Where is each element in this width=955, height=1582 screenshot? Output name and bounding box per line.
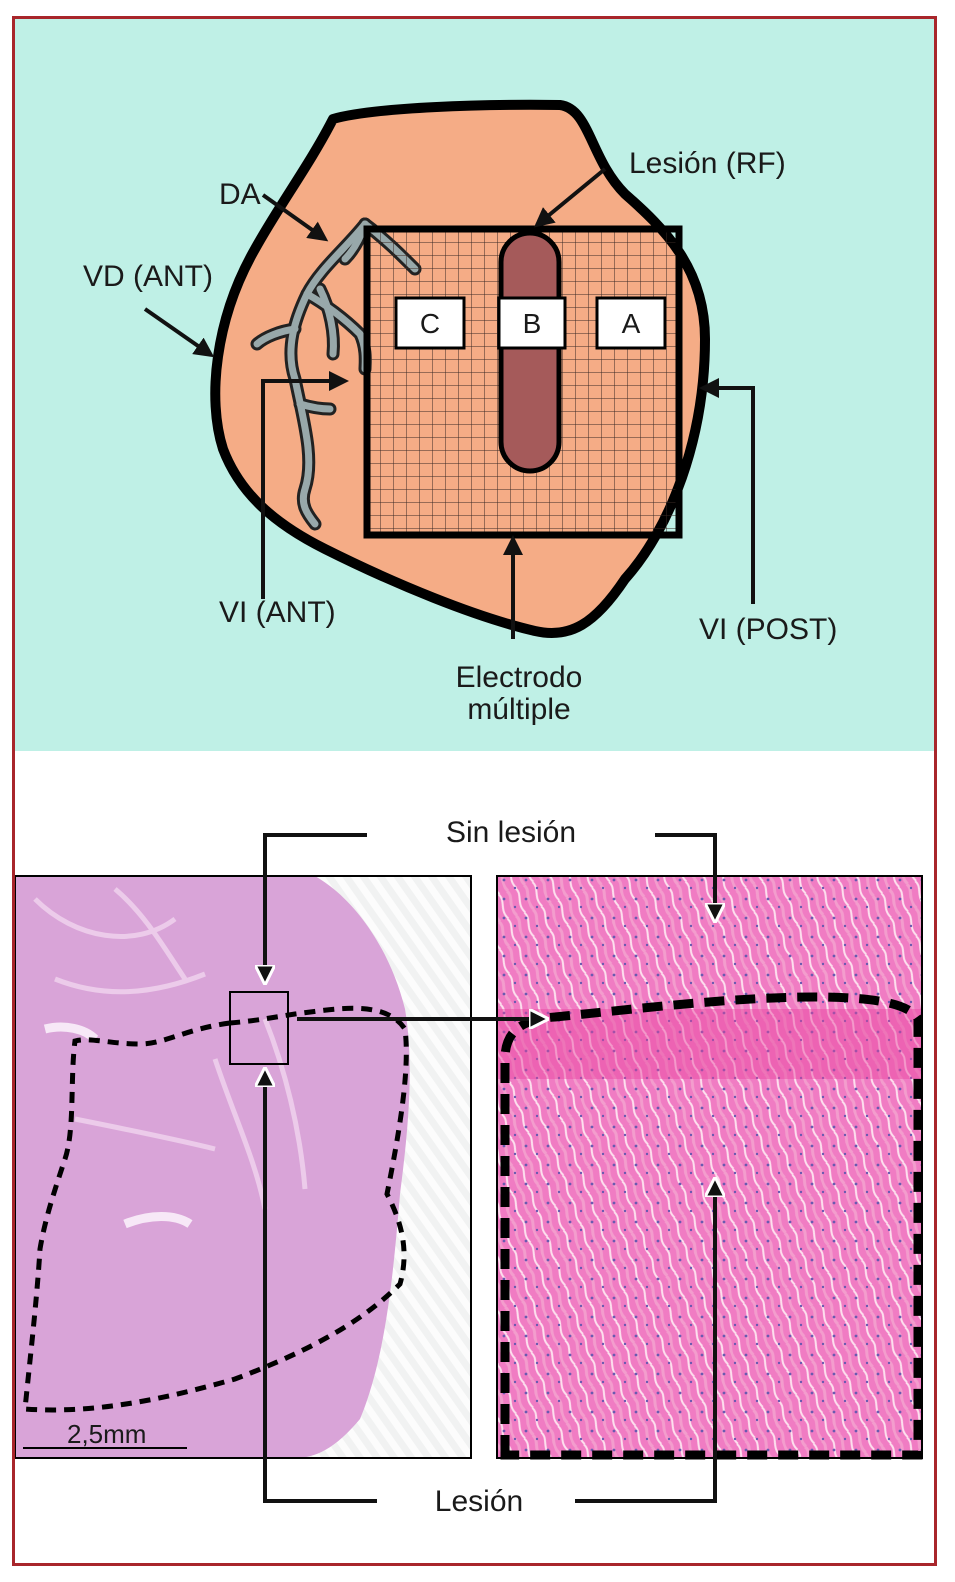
rf-lesion [501,233,559,471]
label-electrode-line1: Electrodo [456,661,583,694]
label-lesion-rf: Lesión (RF) [629,147,786,180]
label-vd-ant: VD (ANT) [83,260,213,293]
figure-frame: C B A DA VD (ANT) Lesión (RF) VI (ANT) V… [12,16,937,1566]
electrode-box-a: A [597,298,665,348]
electrode-box-label-a: A [622,308,641,339]
label-lesion: Lesión [435,1485,523,1518]
figure-canvas: C B A DA VD (ANT) Lesión (RF) VI (ANT) V… [15,19,934,1563]
high-magnification-section [497,876,922,1458]
electrode-box-b: B [499,298,565,348]
label-electrode-line2: múltiple [467,693,570,726]
scale-bar-label: 2,5mm [67,1419,146,1449]
label-vi-post: VI (POST) [699,613,837,646]
electrode-box-label-c: C [420,308,440,339]
label-vi-ant: VI (ANT) [219,596,336,629]
label-da: DA [219,178,261,211]
low-magnification-section: 2,5mm [15,876,471,1458]
label-sin-lesion: Sin lesión [446,816,576,849]
electrode-box-c: C [396,298,464,348]
electrode-box-label-b: B [523,308,542,339]
